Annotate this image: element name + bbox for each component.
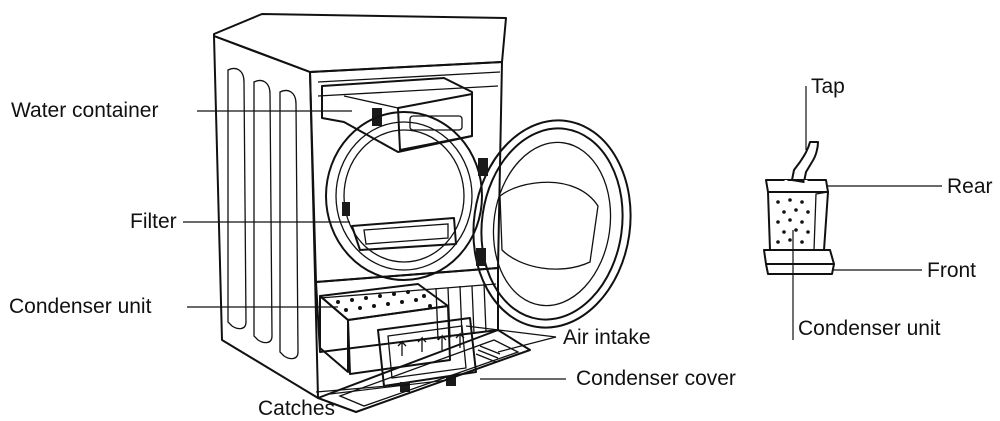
dryer-body [213,13,507,399]
label-tap: Tap [811,75,845,98]
leader-lines-left [183,110,566,395]
label-condenser-cover: Condenser cover [576,367,736,390]
condenser-cover-flap [317,329,531,413]
label-rear: Rear [947,175,993,198]
label-water-container: Water container [11,99,159,122]
label-front: Front [927,259,977,282]
label-condenser-unit-right: Condenser unit [798,317,941,340]
label-catches: Catches [258,397,336,420]
condenser-unit-pulled-out [319,283,477,392]
label-condenser-unit-left: Condenser unit [9,295,152,318]
dryer-door [472,119,632,329]
drum-opening [325,111,483,281]
condenser-unit-detail [763,141,835,275]
label-filter: Filter [130,210,177,233]
label-air-intake: Air intake [563,326,651,349]
leader-lines-right [792,86,942,340]
